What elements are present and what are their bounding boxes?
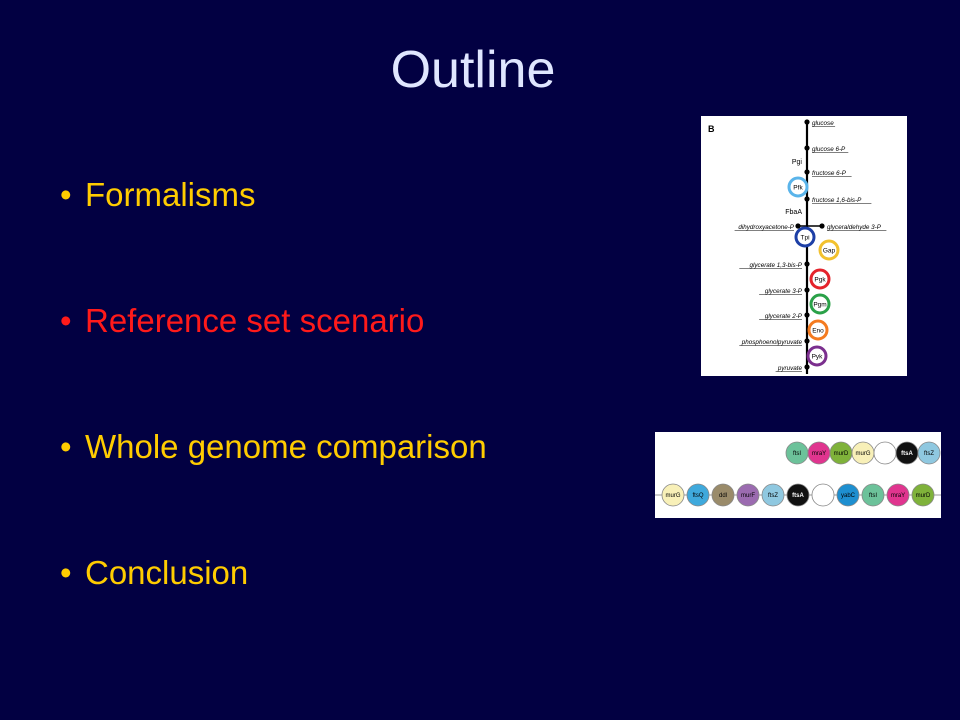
gene-yabC-circle (836, 483, 860, 507)
gene-murG-label: murG (856, 451, 871, 457)
gene-ddl-label: ddl (719, 493, 727, 499)
enzyme-pyk: Pyk (812, 353, 824, 360)
gene-murG-circle (661, 483, 685, 507)
gene-mraY-label: mraY (812, 451, 826, 457)
metabolite-glycerate-3p: glycerate 3-P (765, 288, 803, 295)
gene-murD-circle (911, 483, 935, 507)
enzyme-pfk-ring (787, 176, 809, 198)
metabolite-glycerate-bisp: glycerate 1,3-bis-P (750, 262, 803, 269)
metabolite-glucose-6p: glucose 6-P (812, 146, 846, 153)
gene-ftsQ-circle (686, 483, 710, 507)
metabolite-dihydroxyacetone-p: dihydroxyacetone-P (738, 224, 794, 231)
metabolite-glucose: glucose (812, 120, 834, 127)
enzyme-tpi: Tpi (800, 234, 809, 241)
metabolite-dot (804, 169, 810, 175)
enzyme-pgk: Pgk (814, 276, 826, 283)
bullet-reference-set-scenario: • Reference set scenario (60, 291, 487, 417)
gene-ftsI-circle (861, 483, 885, 507)
metabolite-phosphoenolpyruvate: phosphoenolpyruvate (741, 339, 803, 346)
gene-murF-label: murF (741, 493, 755, 499)
bullet-whole-genome-comparison: • Whole genome comparison (60, 417, 487, 543)
bullet-conclusion: • Conclusion (60, 543, 487, 669)
gene-order-diagram: ftsI mraY murD murG ftsA ftsZ murG ftsQ ddl murF f… (655, 441, 941, 507)
enzyme-gap-ring (818, 239, 840, 261)
gene-murF-circle (736, 483, 760, 507)
panel-letter: B (708, 124, 715, 134)
bullet-dot: • (60, 428, 72, 465)
metabolite-pyruvate: pyruvate (777, 365, 803, 372)
gene-order-figure: ftsI mraY murD murG ftsA ftsZ murG ftsQ ddl murF f… (655, 432, 941, 518)
bullet-label: Reference set scenario (85, 302, 425, 339)
bullet-dot: • (60, 176, 72, 213)
metabolite-dot (804, 338, 810, 344)
enzyme-eno: Eno (812, 327, 824, 334)
bullet-label: Whole genome comparison (85, 428, 487, 465)
enzyme-gap: Gap (823, 247, 836, 254)
gene-mraY-label: mraY (891, 493, 905, 499)
enzyme-pgi: Pgi (792, 159, 803, 166)
gene-ftsA-label: ftsA (901, 451, 913, 457)
gene-ftsQ-label: ftsQ (692, 493, 703, 499)
gene-murD-label: murD (916, 493, 931, 499)
enzyme-pfk: Pfk (793, 184, 803, 191)
gene-ftsZ-label: ftsZ (924, 451, 934, 457)
metabolite-dot (804, 196, 810, 202)
bullet-dot: • (60, 554, 72, 591)
enzyme-pgm-ring (809, 293, 831, 315)
gene-ftsZ-label: ftsZ (768, 493, 778, 499)
gene-mraY-circle (886, 483, 910, 507)
bullet-dot: • (60, 302, 72, 339)
metabolite-dot (804, 364, 810, 370)
gene-blank-circle (811, 483, 835, 507)
gene-murD-label: murD (834, 451, 849, 457)
gene-blank-circle (873, 441, 897, 465)
gene-ddl-circle (711, 483, 735, 507)
enzyme-pyk-ring (806, 345, 828, 367)
metabolite-fructose-6p: fructose 6-P (812, 170, 847, 177)
metabolite-dot (804, 287, 810, 293)
bullet-label: Formalisms (85, 176, 256, 213)
metabolite-glyceraldehyde-3p: glyceraldehyde 3-P (827, 224, 882, 231)
gene-ftsI-label: ftsI (793, 451, 801, 457)
slide-title: Outline (390, 41, 556, 99)
gene-ftsA-circle (786, 483, 810, 507)
gene-murG-label: murG (666, 493, 681, 499)
gene-yabC-label: yabC (841, 493, 856, 499)
metabolite-dot (804, 261, 810, 267)
metabolite-dot (804, 145, 810, 151)
metabolite-glycerate-2p: glycerate 2-P (765, 313, 803, 320)
bullet-label: Conclusion (85, 554, 249, 591)
metabolite-dot (804, 119, 810, 125)
gene-ftsA-label: ftsA (792, 493, 804, 499)
gene-ftsZ-circle (917, 441, 941, 465)
gene-ftsZ-circle (761, 483, 785, 507)
bullet-formalisms: • Formalisms (60, 165, 487, 291)
enzyme-pgm: Pgm (813, 301, 826, 308)
enzyme-eno-ring (807, 319, 829, 341)
enzyme-fbaa: FbaA (785, 209, 802, 216)
metabolite-fructose-bisp: fructose 1,6-bis-P (812, 197, 862, 204)
gene-ftsI-label: ftsI (869, 493, 877, 499)
bullet-list: • Formalisms • Reference set scenario • … (60, 165, 487, 669)
enzyme-tpi-ring (794, 226, 816, 248)
metabolite-dot (804, 312, 810, 318)
enzyme-pgk-ring (809, 268, 831, 290)
